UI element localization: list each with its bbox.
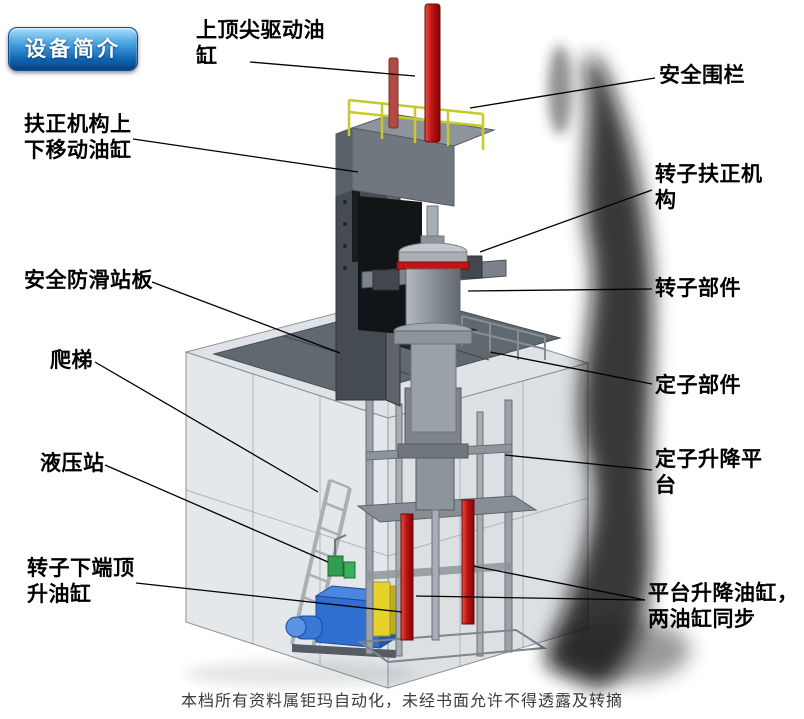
- stator-flange: [397, 443, 469, 459]
- label-hydraulic-station: 液压站: [40, 452, 105, 475]
- leader-top-drive-cylinder: [249, 61, 416, 77]
- top-drive-cylinders: [388, 3, 441, 143]
- leader-rotor-jack: [135, 582, 403, 613]
- leader-antislip: [151, 281, 341, 354]
- leader-rotor-centering: [479, 189, 653, 253]
- label-rotor-bottom-jack: 转子下端顶 升油缸: [27, 557, 135, 607]
- base-frame: [357, 628, 547, 664]
- label-rotor-centering-mechanism: 转子扶正机 构: [655, 163, 763, 213]
- hydraulic-pipe: [334, 534, 347, 556]
- pump-motor-face: [285, 616, 307, 638]
- leader-stator-lift: [504, 454, 653, 471]
- safety-fence: [347, 98, 485, 150]
- rotor-flange: [393, 330, 473, 345]
- drive-cylinder-main: [424, 3, 441, 143]
- label-top-drive-cylinder: 上顶尖驱动油 缸: [196, 19, 325, 69]
- top-housing: [335, 113, 496, 207]
- label-antislip-platform: 安全防滑站板: [24, 269, 153, 292]
- rotor-lower-cylinder: [410, 343, 457, 433]
- leader-rotor-component: [467, 288, 653, 292]
- label-platform-lift-cylinders: 平台升降油缸， 两油缸同步: [648, 582, 799, 632]
- leader-safety-fence: [469, 77, 656, 109]
- lift-cylinder-right: [461, 499, 475, 625]
- footer-note: 本档所有资料属钜玛自动化，未经书面允许不得透露及转摘: [180, 693, 623, 710]
- floor-shadow: [185, 661, 415, 687]
- leader-platform-cylinder-b: [472, 565, 646, 601]
- leader-stator-component: [489, 351, 653, 385]
- label-stator-component: 定子部件: [655, 374, 741, 397]
- valve-block-small: [343, 561, 356, 579]
- title-badge: 设备简介: [8, 27, 138, 71]
- label-rotor-component: 转子部件: [655, 277, 741, 300]
- rotor-red-ring: [396, 261, 470, 270]
- platform-lift-cylinder-rods: [400, 499, 475, 641]
- valve-block: [327, 555, 344, 577]
- leader-hydraulic: [104, 464, 329, 563]
- press-column: [335, 133, 422, 407]
- leader-platform-cylinder-a: [415, 595, 646, 601]
- leader-ladder: [94, 361, 319, 493]
- drive-rod-thin: [388, 57, 399, 129]
- lift-cylinder-left: [400, 513, 414, 641]
- guide-rod: [431, 509, 440, 641]
- leader-lines: [94, 61, 656, 613]
- title-badge-label: 设备简介: [25, 38, 121, 61]
- label-safety-fence: 安全围栏: [659, 64, 745, 87]
- label-ladder: 爬梯: [50, 349, 93, 372]
- leader-centering-updown: [132, 138, 359, 173]
- rotor-assembly: [393, 205, 473, 433]
- label-centering-updown-cylinder: 扶正机构上 下移动油缸: [24, 113, 132, 163]
- label-stator-lift-platform: 定子升降平 台: [655, 448, 763, 498]
